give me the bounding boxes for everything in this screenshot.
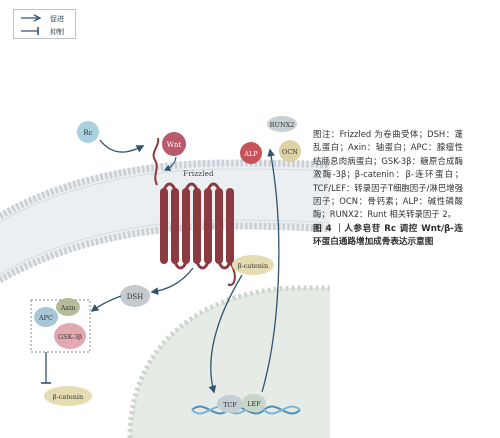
lef-factor: LEF (242, 394, 266, 412)
rc-molecule: Rc (77, 121, 99, 143)
alp-marker: ALP (240, 142, 262, 164)
tcf-label: TCF (223, 401, 237, 409)
beta-catenin-degraded: β-catenin (44, 386, 92, 406)
inhibit-bar-icon (21, 27, 39, 35)
frizzled-label: Frizzled (183, 169, 214, 178)
receptor-helix (193, 188, 201, 264)
dna-helix (191, 405, 301, 415)
promote-arrow-icon (21, 14, 42, 22)
nucleus (127, 285, 330, 438)
receptor-helix (160, 188, 168, 264)
wnt-molecule: Wnt (162, 132, 186, 156)
apc-molecule (34, 307, 58, 327)
rc-label: Rc (83, 129, 92, 137)
apc-label: APC (38, 314, 53, 322)
rc-to-wnt-arrow (99, 139, 145, 153)
frizzled-receptor: Frizzled (152, 137, 236, 286)
beta-catenin-degraded-label: β-catenin (53, 393, 83, 401)
dsh-label: DSH (127, 293, 144, 301)
legend-promote-label: 促进 (50, 15, 64, 23)
receptor-helix (182, 188, 190, 264)
figure-caption: 图注：Frizzled 为卷曲受体；DSH：蓬乱蛋白；Axin：轴蛋白；APC：… (313, 128, 463, 250)
receptor-helix (215, 188, 223, 264)
tcf-factor: TCF (217, 395, 243, 413)
runx2-marker: RUNX2 (267, 116, 297, 132)
caption-text: 图注：Frizzled 为卷曲受体；DSH：蓬乱蛋白；Axin：轴蛋白；APC：… (313, 129, 463, 220)
receptor-to-dsh-arrow (150, 267, 194, 295)
dsh-molecule: DSH (120, 285, 150, 307)
axin-label: Axin (60, 304, 76, 312)
destruction-complex: APC Axin GSK-3β (30, 298, 91, 353)
gsk3b-molecule (54, 323, 86, 349)
ocn-label: OCN (282, 148, 298, 156)
gsk3b-label: GSK-3β (58, 333, 82, 341)
beta-catenin-stable: β-catenin (232, 255, 274, 275)
legend: 促进 抑制 (13, 9, 76, 39)
transcription-output-arrow (261, 148, 280, 393)
axin-molecule (56, 298, 80, 316)
ocn-marker: OCN (279, 140, 301, 162)
dsh-to-complex-arrow (90, 295, 122, 312)
wnt-to-receptor-arrow (163, 156, 177, 171)
receptor-helix (204, 188, 212, 264)
runx2-label: RUNX2 (270, 121, 295, 129)
lef-label: LEF (247, 400, 261, 408)
legend-inhibit-label: 抑制 (50, 28, 64, 36)
wnt-label: Wnt (167, 141, 182, 149)
receptor-helix (226, 188, 234, 264)
figure-title: 图 4 ｜人参皂苷 Rc 调控 Wnt/β-连环蛋白通路增加成骨表达示意图 (313, 223, 463, 248)
beta-catenin-stable-label: β-catenin (238, 262, 268, 270)
beta-catenin-to-nucleus-arrow (208, 274, 243, 394)
alp-label: ALP (243, 150, 258, 158)
receptor-helix (171, 188, 179, 264)
